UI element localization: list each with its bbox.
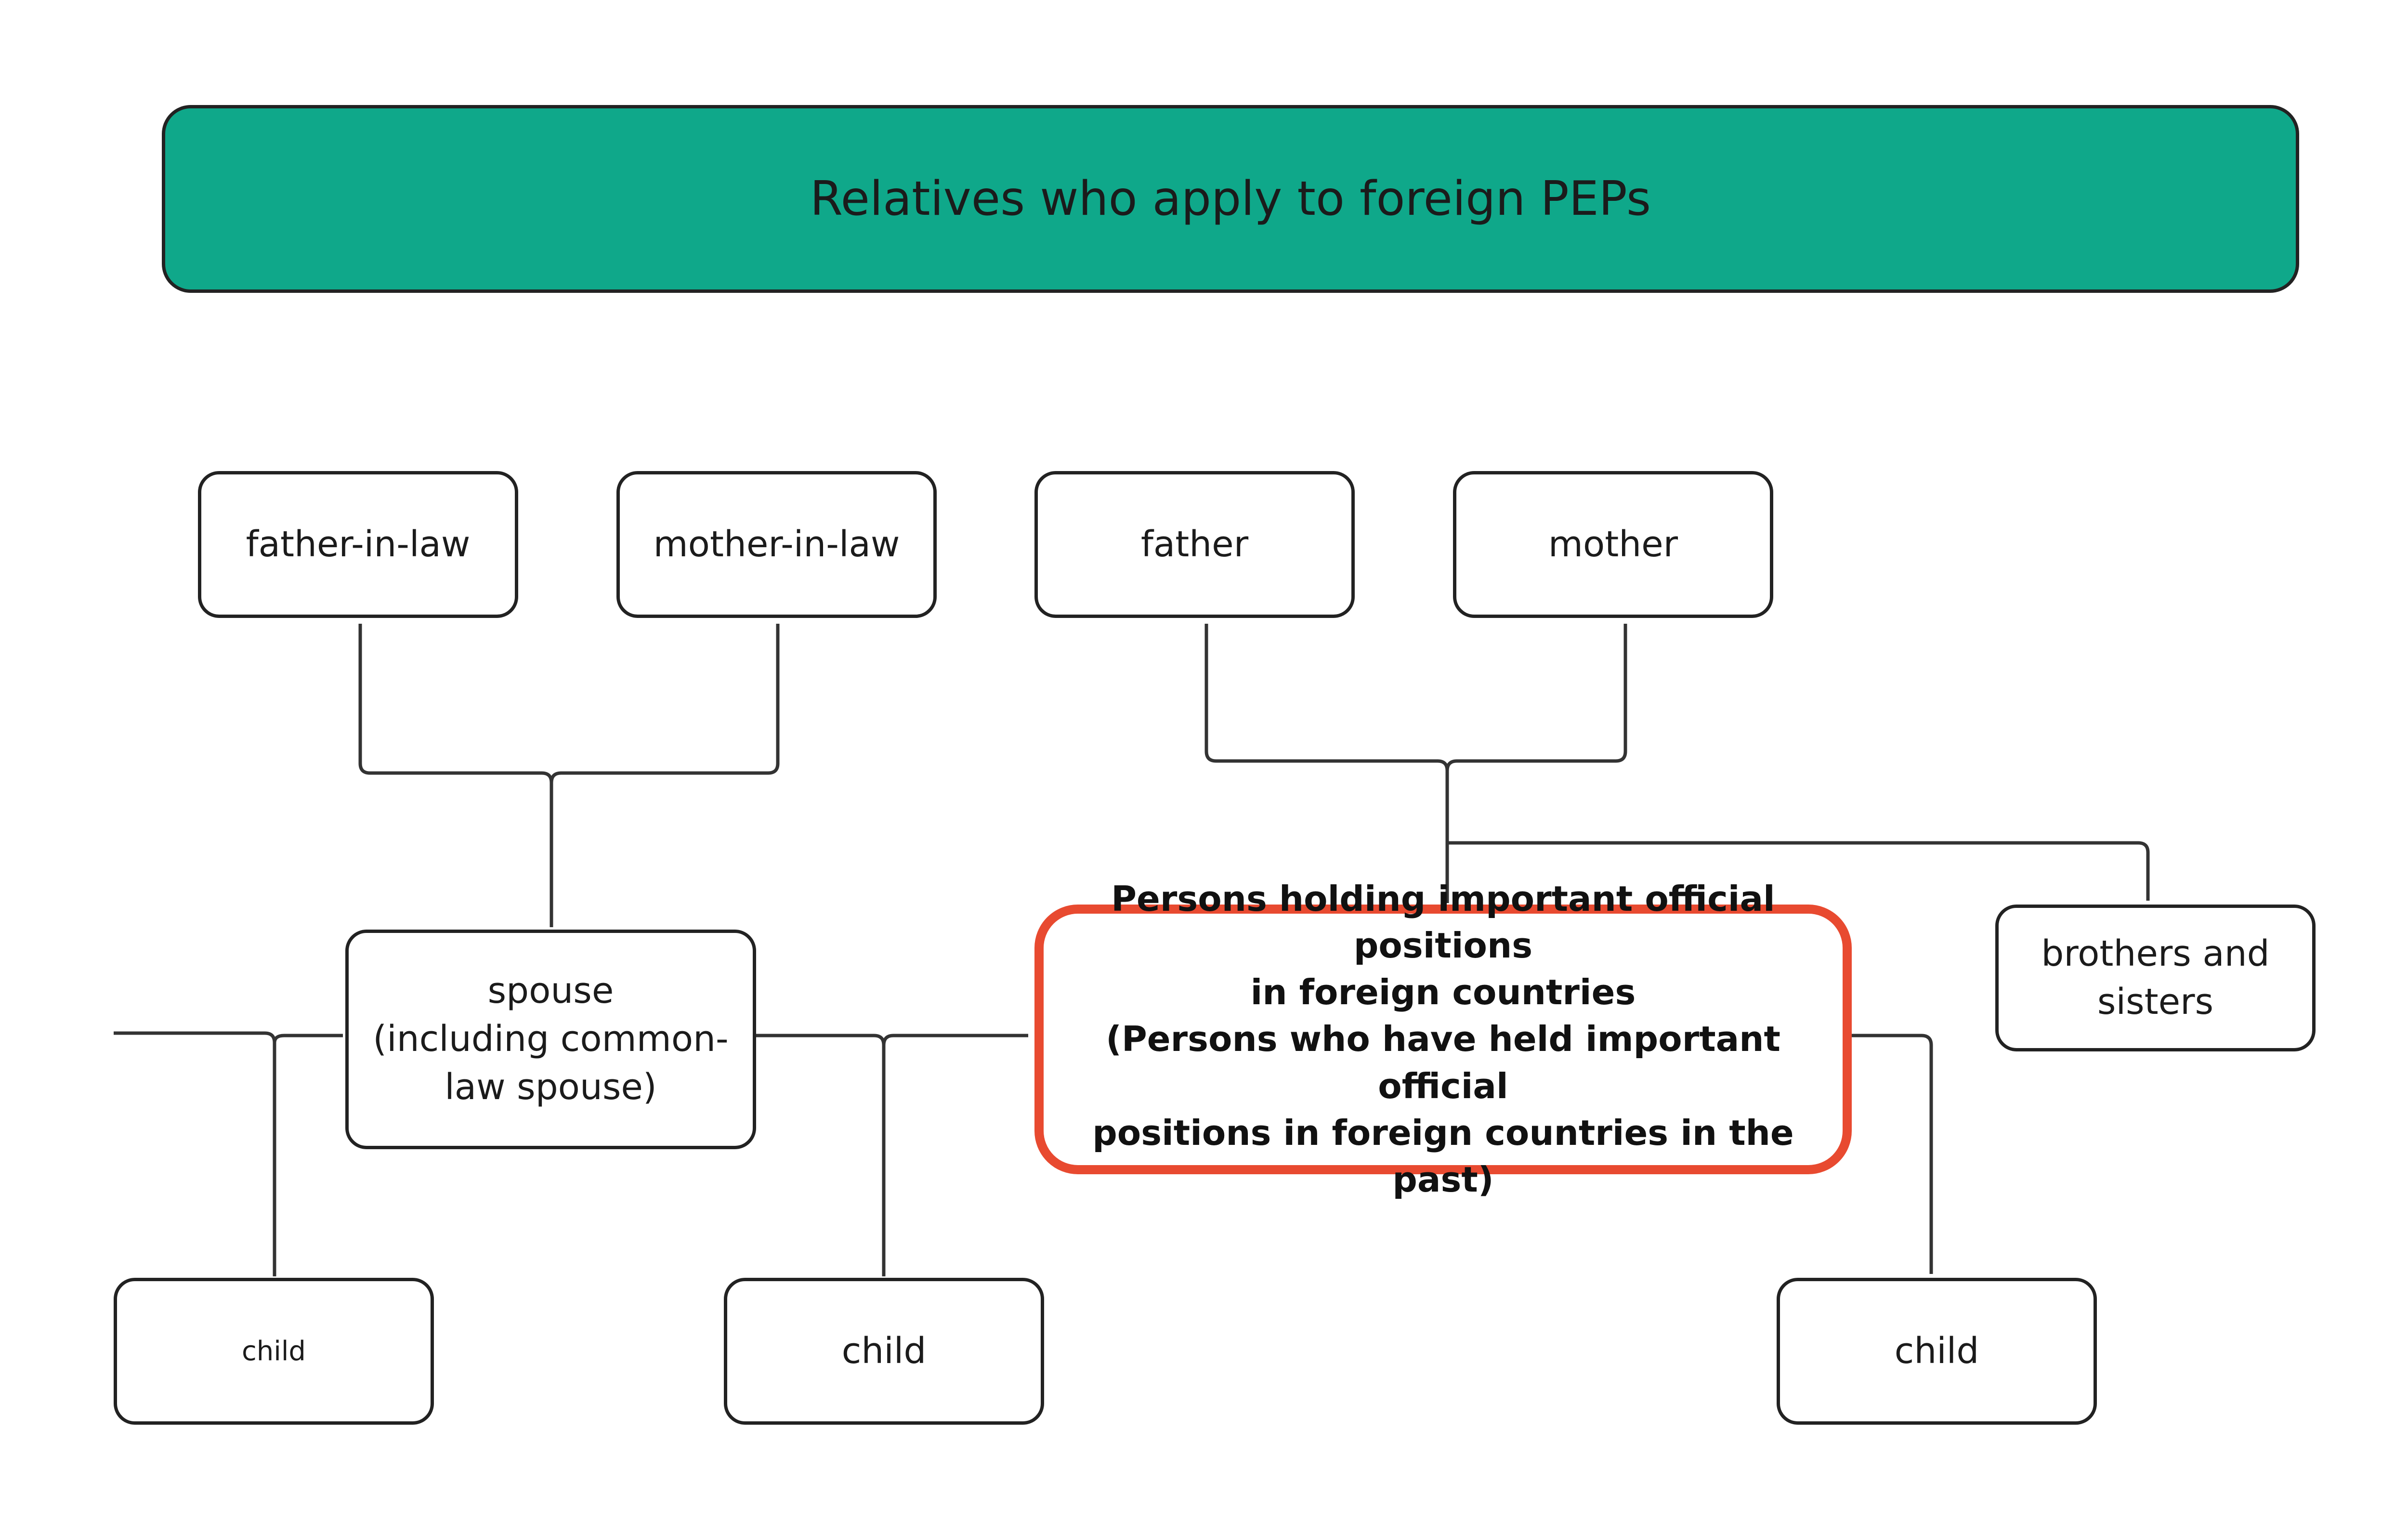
node-label: Persons holding important official posit… <box>1092 878 1794 1200</box>
node-child-right: child <box>1777 1278 2097 1425</box>
page-title: Relatives who apply to foreign PEPs <box>162 105 2299 293</box>
node-mother-in-law: mother-in-law <box>616 471 937 618</box>
node-label: father <box>1140 523 1249 565</box>
node-child-middle: child <box>724 1278 1044 1425</box>
node-label: child <box>242 1335 306 1367</box>
node-child-left: child <box>114 1278 434 1425</box>
node-label: spouse (including common- law spouse) <box>373 970 729 1108</box>
node-label: father-in-law <box>246 523 471 565</box>
node-label: brothers and sisters <box>2041 932 2270 1023</box>
connector-in-laws <box>358 624 780 927</box>
node-siblings: brothers and sisters <box>1995 905 2316 1051</box>
node-pep: Persons holding important official posit… <box>1034 879 1852 1200</box>
node-label: mother-in-law <box>653 523 900 565</box>
connector-child-left <box>114 1031 343 1276</box>
connector-siblings <box>1447 841 2150 901</box>
node-label: child <box>841 1330 927 1372</box>
node-father: father <box>1034 471 1355 618</box>
node-mother: mother <box>1453 471 1773 618</box>
connector-child-middle <box>756 1034 1028 1276</box>
page-title-text: Relatives who apply to foreign PEPs <box>810 171 1651 226</box>
node-label: child <box>1894 1330 1979 1372</box>
node-father-in-law: father-in-law <box>198 471 518 618</box>
connector-parents <box>1204 624 1627 903</box>
node-label: mother <box>1548 523 1678 565</box>
node-spouse: spouse (including common- law spouse) <box>345 930 756 1149</box>
connector-child-right <box>1852 1034 1933 1274</box>
